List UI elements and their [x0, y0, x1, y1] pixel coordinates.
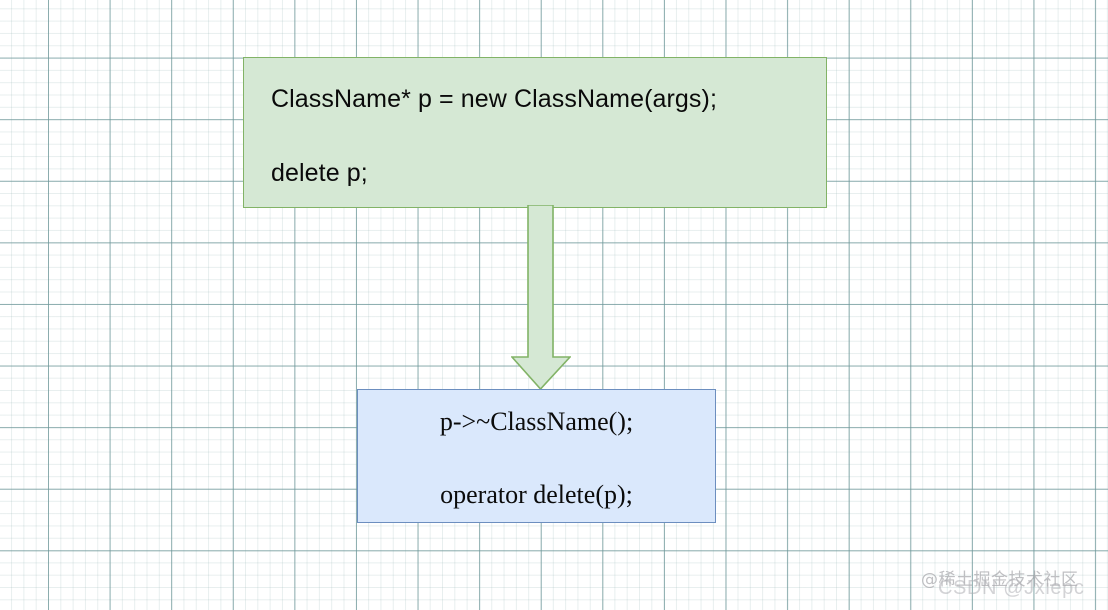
down-block-arrow-shape — [511, 205, 571, 390]
expansion-node-line-1: p->~ClassName(); — [439, 407, 634, 436]
expansion-node-line-2: operator delete(p); — [440, 480, 633, 509]
csdn-watermark: CSDN @Jxiepc — [938, 577, 1085, 599]
source-node[interactable]: ClassName* p = new ClassName(args); dele… — [243, 57, 827, 208]
down-block-arrow-icon[interactable] — [511, 205, 571, 390]
expansion-node[interactable]: p->~ClassName(); operator delete(p); — [357, 389, 716, 523]
juejin-watermark: @稀土掘金技术社区 — [921, 570, 1079, 590]
source-node-line-1: ClassName* p = new ClassName(args); — [271, 85, 718, 113]
source-node-line-2: delete p; — [271, 159, 368, 187]
